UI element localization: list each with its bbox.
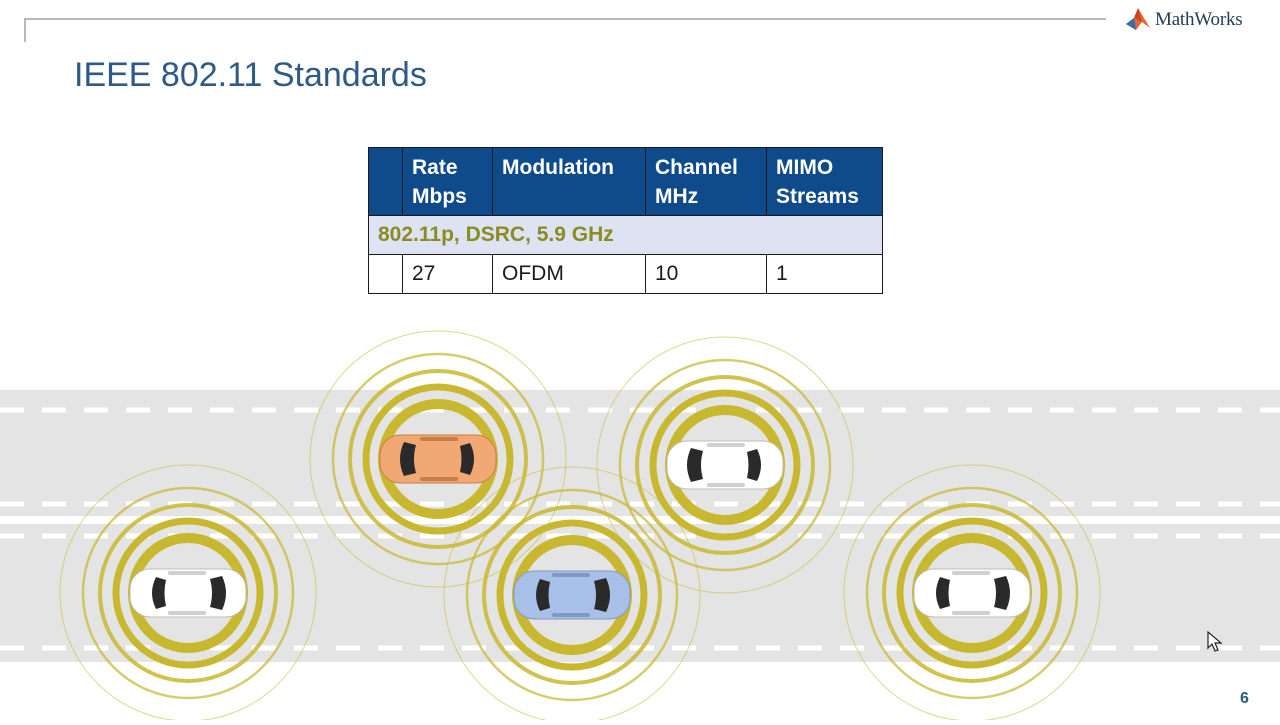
header-rule [24,18,1106,20]
header-rule-tick [24,18,26,42]
header-text: Rate [412,156,458,179]
logo-text: MathWorks [1155,9,1243,30]
group-label: 802.11p, DSRC, 5.9 GHz [368,215,883,255]
table-cell-rate: 27 [402,254,493,294]
header-text: Mbps [412,185,467,208]
table-header-channel: Channel MHz [645,147,767,216]
table-row: 27 OFDM 10 1 [368,254,883,294]
table-cell-mimo: 1 [766,254,883,294]
header-text: MHz [655,185,699,208]
mathworks-logo: MathWorks [1124,6,1243,34]
table-cell [368,254,403,294]
table-group-row: 802.11p, DSRC, 5.9 GHz [368,215,883,255]
table-header-mimo: MIMO Streams [766,147,883,216]
car-white [597,337,853,593]
table-header-row: Rate Mbps Modulation Channel MHz MIMO St… [368,147,883,216]
car-white [60,465,316,720]
car-blue [444,467,700,720]
header-text: Modulation [502,156,614,179]
membrane-logo-icon [1126,8,1150,30]
header-text: MIMO [776,156,834,179]
table-cell-channel: 10 [645,254,767,294]
mouse-pointer-icon [1207,631,1223,652]
car-orange [310,331,566,587]
median-line [0,516,1280,524]
header-text: Streams [776,185,859,208]
table-cell-modulation: OFDM [492,254,646,294]
page-number: 6 [1240,690,1249,707]
v2v-illustration [0,320,1280,720]
table-header-rate: Rate Mbps [402,147,493,216]
header-text: Channel [655,156,738,179]
table-header-modulation: Modulation [492,147,646,216]
slide-title: IEEE 802.11 Standards [74,56,427,94]
standards-table: Rate Mbps Modulation Channel MHz MIMO St… [368,147,883,294]
car-white [844,465,1100,720]
road-scene [0,320,1280,720]
table-header-blank [368,147,403,216]
